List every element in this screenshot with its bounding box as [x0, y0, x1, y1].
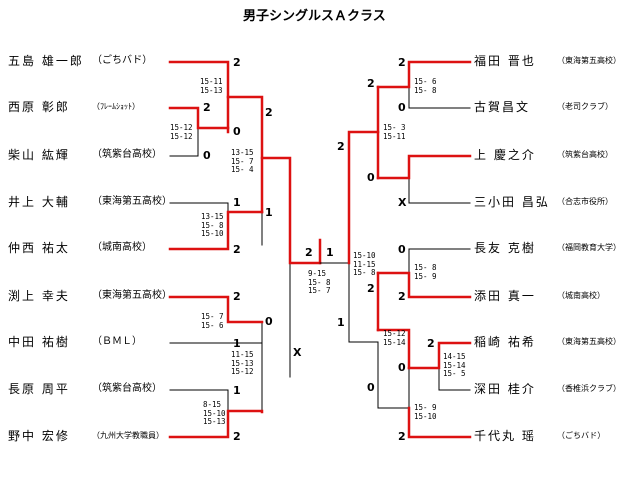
- game-scores: 15- 3 15-11: [383, 123, 406, 141]
- match-score: 2: [398, 56, 406, 69]
- right-player-name: 長友 克樹: [474, 241, 536, 255]
- match-score: 2: [398, 430, 406, 443]
- left-player-affiliation: （筑紫台高校）: [92, 149, 162, 160]
- left-red-lines: [168, 60, 322, 439]
- match-score: 1: [337, 316, 345, 329]
- game-scores: 15- 9 15-10: [414, 403, 437, 421]
- match-score: 2: [367, 77, 375, 90]
- page-title: 男子シングルスＡクラス: [243, 9, 386, 24]
- match-score: 2: [367, 282, 375, 295]
- game-scores: 15-11 15-13: [200, 77, 223, 95]
- match-score: 2: [398, 290, 406, 303]
- right-player-affiliation: （老司クラブ）: [557, 102, 613, 111]
- game-scores: 15-12 15-14: [383, 329, 406, 347]
- match-score: 2: [233, 56, 241, 69]
- final-score-right: 1: [326, 246, 334, 259]
- left-player-name: 西原 彰郎: [8, 100, 70, 114]
- match-score: 0: [233, 125, 241, 138]
- game-scores: 15- 8 15- 9: [414, 263, 437, 281]
- match-score: 0: [367, 171, 375, 184]
- right-player-name: 添田 真一: [474, 289, 536, 303]
- right-player-affiliation: （合志市役所）: [557, 197, 613, 206]
- match-score: 2: [427, 337, 435, 350]
- right-player-affiliation: （ごちバド）: [557, 431, 606, 440]
- left-player-affiliation: （東海第五高校）: [92, 290, 172, 301]
- game-scores: 15-12 15-12: [170, 123, 193, 141]
- match-score: 2: [233, 243, 241, 256]
- right-player-name: 千代丸 瑶: [474, 429, 536, 443]
- match-score: 1: [233, 337, 241, 350]
- right-player-affiliation: （福岡教育大学）: [557, 243, 621, 252]
- right-player-name: 上 慶之介: [474, 148, 536, 162]
- left-black-lines: [169, 127, 291, 413]
- right-player-name: 古賀昌文: [474, 100, 531, 114]
- game-scores: 15- 6 15- 8: [414, 77, 437, 95]
- game-scores: 11-15 15-13 15-12: [231, 350, 254, 376]
- left-player-name: 井上 大輔: [8, 195, 70, 209]
- left-player-affiliation: （九州大学教職員）: [92, 431, 164, 440]
- right-player-name: 福田 晋也: [474, 54, 536, 68]
- left-player-affiliation: （ＢＭＬ）: [92, 336, 142, 347]
- match-score: 0: [265, 315, 273, 328]
- match-score: X: [398, 196, 407, 209]
- match-score: 0: [203, 149, 211, 162]
- left-player-affiliation: （ごちバド）: [92, 55, 153, 66]
- left-player-affiliation: （東海第五高校）: [92, 196, 172, 207]
- game-scores: 9-15 15- 8 15- 7: [308, 269, 331, 295]
- match-score: 1: [233, 384, 241, 397]
- right-black-lines: [319, 86, 471, 409]
- right-player-name: 稲崎 祐希: [474, 335, 536, 349]
- right-player-affiliation: （東海第五高校）: [557, 337, 621, 346]
- match-score: X: [293, 346, 302, 359]
- right-player-name: 深田 桂介: [474, 382, 536, 396]
- match-score: 2: [265, 106, 273, 119]
- left-player-name: 仲西 祐太: [8, 241, 70, 255]
- right-player-affiliation: （筑紫台高校）: [557, 150, 613, 159]
- left-player-name: 中田 祐樹: [8, 335, 70, 349]
- right-player-affiliation: （香椎浜クラブ）: [557, 384, 621, 393]
- left-player-name: 野中 宏修: [8, 429, 70, 443]
- right-player-affiliation: （東海第五高校）: [557, 56, 621, 65]
- left-player-name: 五島 雄一郎: [8, 54, 84, 68]
- game-scores: 13-15 15- 7 15- 4: [231, 148, 254, 174]
- game-scores: 15-10 11-15 15- 8: [353, 251, 376, 277]
- right-player-affiliation: （城南高校）: [557, 291, 605, 300]
- game-scores: 14-15 15-14 15- 5: [443, 352, 466, 378]
- left-player-name: 渕上 幸夫: [8, 289, 70, 303]
- game-scores: 15- 7 15- 6: [201, 312, 224, 330]
- final-score-left: 2: [305, 246, 313, 259]
- match-score: 2: [337, 140, 345, 153]
- right-player-name: 三小田 昌弘: [474, 195, 550, 209]
- match-score: 0: [367, 381, 375, 394]
- match-score: 2: [233, 430, 241, 443]
- left-player-affiliation: （城南高校）: [92, 242, 152, 253]
- game-scores: 13-15 15- 8 15-10: [201, 212, 224, 238]
- match-score: 0: [398, 361, 406, 374]
- game-scores: 8-15 15-10 15-13: [203, 400, 226, 426]
- match-score: 2: [233, 290, 241, 303]
- match-score: 1: [265, 206, 273, 219]
- left-player-name: 柴山 紘輝: [8, 148, 70, 162]
- right-red-lines: [347, 60, 472, 439]
- left-player-name: 長原 周平: [8, 382, 70, 396]
- match-score: 0: [398, 101, 406, 114]
- match-score: 0: [398, 243, 406, 256]
- left-player-affiliation: （筑紫台高校）: [92, 383, 162, 394]
- left-player-affiliation: （ﾌﾚｰﾑｼｮｯﾄ）: [92, 102, 140, 111]
- match-score: 1: [233, 196, 241, 209]
- match-score: 2: [203, 101, 211, 114]
